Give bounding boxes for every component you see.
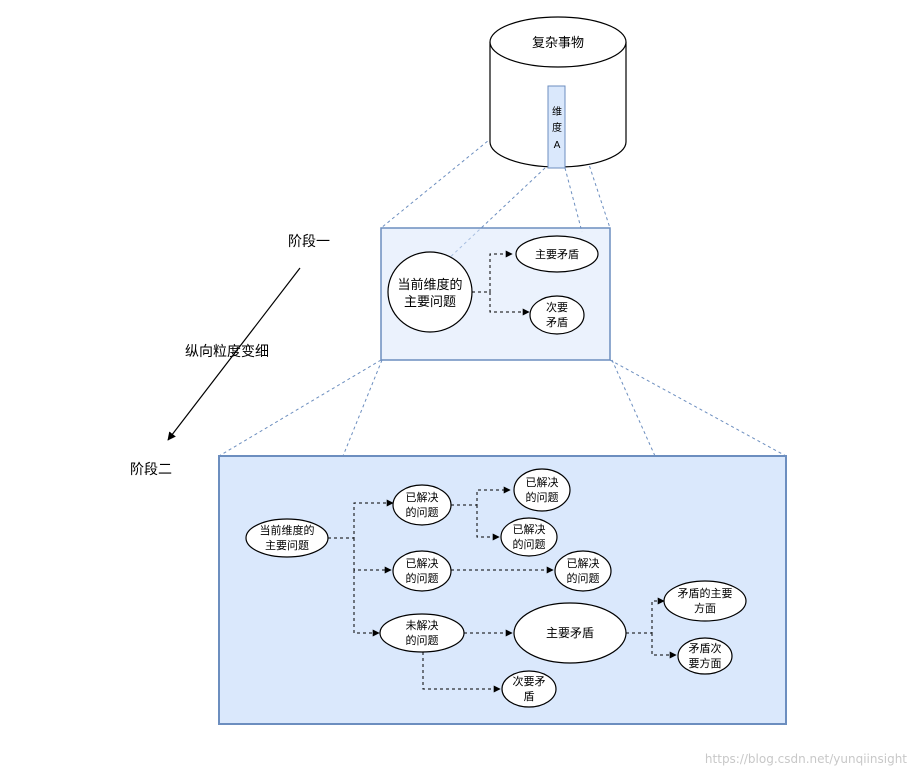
node-text: 主要问题: [265, 539, 309, 552]
node-text: 的问题: [513, 537, 546, 551]
node-text: 主要问题: [404, 295, 456, 310]
stage2-solved-node: [392, 550, 452, 592]
node-text: 的问题: [526, 490, 559, 504]
cylinder: 复杂事物 维 度 A: [489, 16, 627, 169]
stage2-secondary-aspect-node: [677, 637, 733, 675]
stage2-panel: 当前维度的 主要问题 已解决 的问题 已解决 的问题 已解决 的问题 已解决 的…: [218, 455, 787, 725]
connector: [472, 250, 513, 293]
dimension-tab-text: 度: [552, 121, 562, 134]
connector: [476, 505, 500, 541]
stage2-label: 阶段二: [130, 462, 172, 478]
cylinder-top: [489, 16, 627, 68]
stage1-main-contradiction-node: [515, 235, 599, 273]
granularity-arrow: [167, 267, 301, 441]
node-text: 已解决: [526, 475, 559, 489]
stage2-secondary-contradiction-node: [501, 670, 557, 708]
node-text: 次要: [546, 300, 568, 314]
connector: [422, 652, 501, 693]
dimension-tab-text: 维: [552, 105, 562, 118]
cylinder-title: 复杂事物: [532, 36, 584, 51]
node-text: 当前维度的: [260, 523, 315, 537]
watermark-text: https://blog.csdn.net/yunqiinsight: [705, 752, 907, 766]
node-text: 方面: [694, 601, 716, 615]
projection-line: [564, 167, 583, 233]
node-text: 矛盾: [546, 316, 568, 329]
node-text: 已解决: [406, 556, 439, 570]
stage2-root-node: [245, 518, 329, 558]
stage2-solved-node: [554, 550, 612, 592]
node-text: 的问题: [406, 505, 439, 519]
projection-line: [218, 359, 382, 457]
stage1-panel: 当前维度的 主要问题 主要矛盾 次要 矛盾: [380, 227, 611, 361]
stage2-solved-node: [500, 517, 558, 557]
connector: [328, 499, 394, 539]
node-text: 的问题: [567, 571, 600, 585]
node-text: 主要矛盾: [546, 626, 594, 640]
stage2-main-contradiction-node: [513, 602, 627, 664]
node-text: 未解决: [406, 618, 439, 632]
stage1-label: 阶段一: [288, 234, 330, 250]
node-text: 次要矛: [513, 674, 546, 688]
node-text: 的问题: [406, 633, 439, 647]
dimension-tab: [547, 85, 566, 169]
node-text: 已解决: [406, 490, 439, 504]
node-text: 盾: [524, 690, 535, 703]
node-text: 矛盾的主要: [678, 586, 733, 600]
connector: [353, 570, 380, 637]
node-text: 的问题: [406, 571, 439, 585]
projection-line: [611, 359, 656, 457]
node-text: 矛盾次: [689, 641, 722, 655]
node-text: 已解决: [567, 556, 600, 570]
node-text: 主要矛盾: [535, 248, 579, 261]
node-text: 已解决: [513, 522, 546, 536]
stage2-unsolved-node: [379, 613, 465, 653]
stage1-main-problem-node: [387, 251, 473, 333]
node-text: 要方面: [689, 656, 722, 670]
connector: [651, 633, 677, 659]
connector: [626, 597, 665, 634]
stage2-main-aspect-node: [663, 580, 747, 622]
connector: [451, 486, 511, 506]
projection-line: [342, 359, 383, 457]
node-text: 当前维度的: [397, 277, 462, 293]
stage2-solved-node: [392, 484, 452, 526]
granularity-label: 纵向粒度变细: [185, 344, 269, 360]
dimension-tab-text: A: [554, 140, 561, 151]
stage1-secondary-contradiction-node: [529, 295, 585, 335]
stage2-solved-node: [513, 468, 571, 512]
projection-line: [609, 359, 787, 457]
